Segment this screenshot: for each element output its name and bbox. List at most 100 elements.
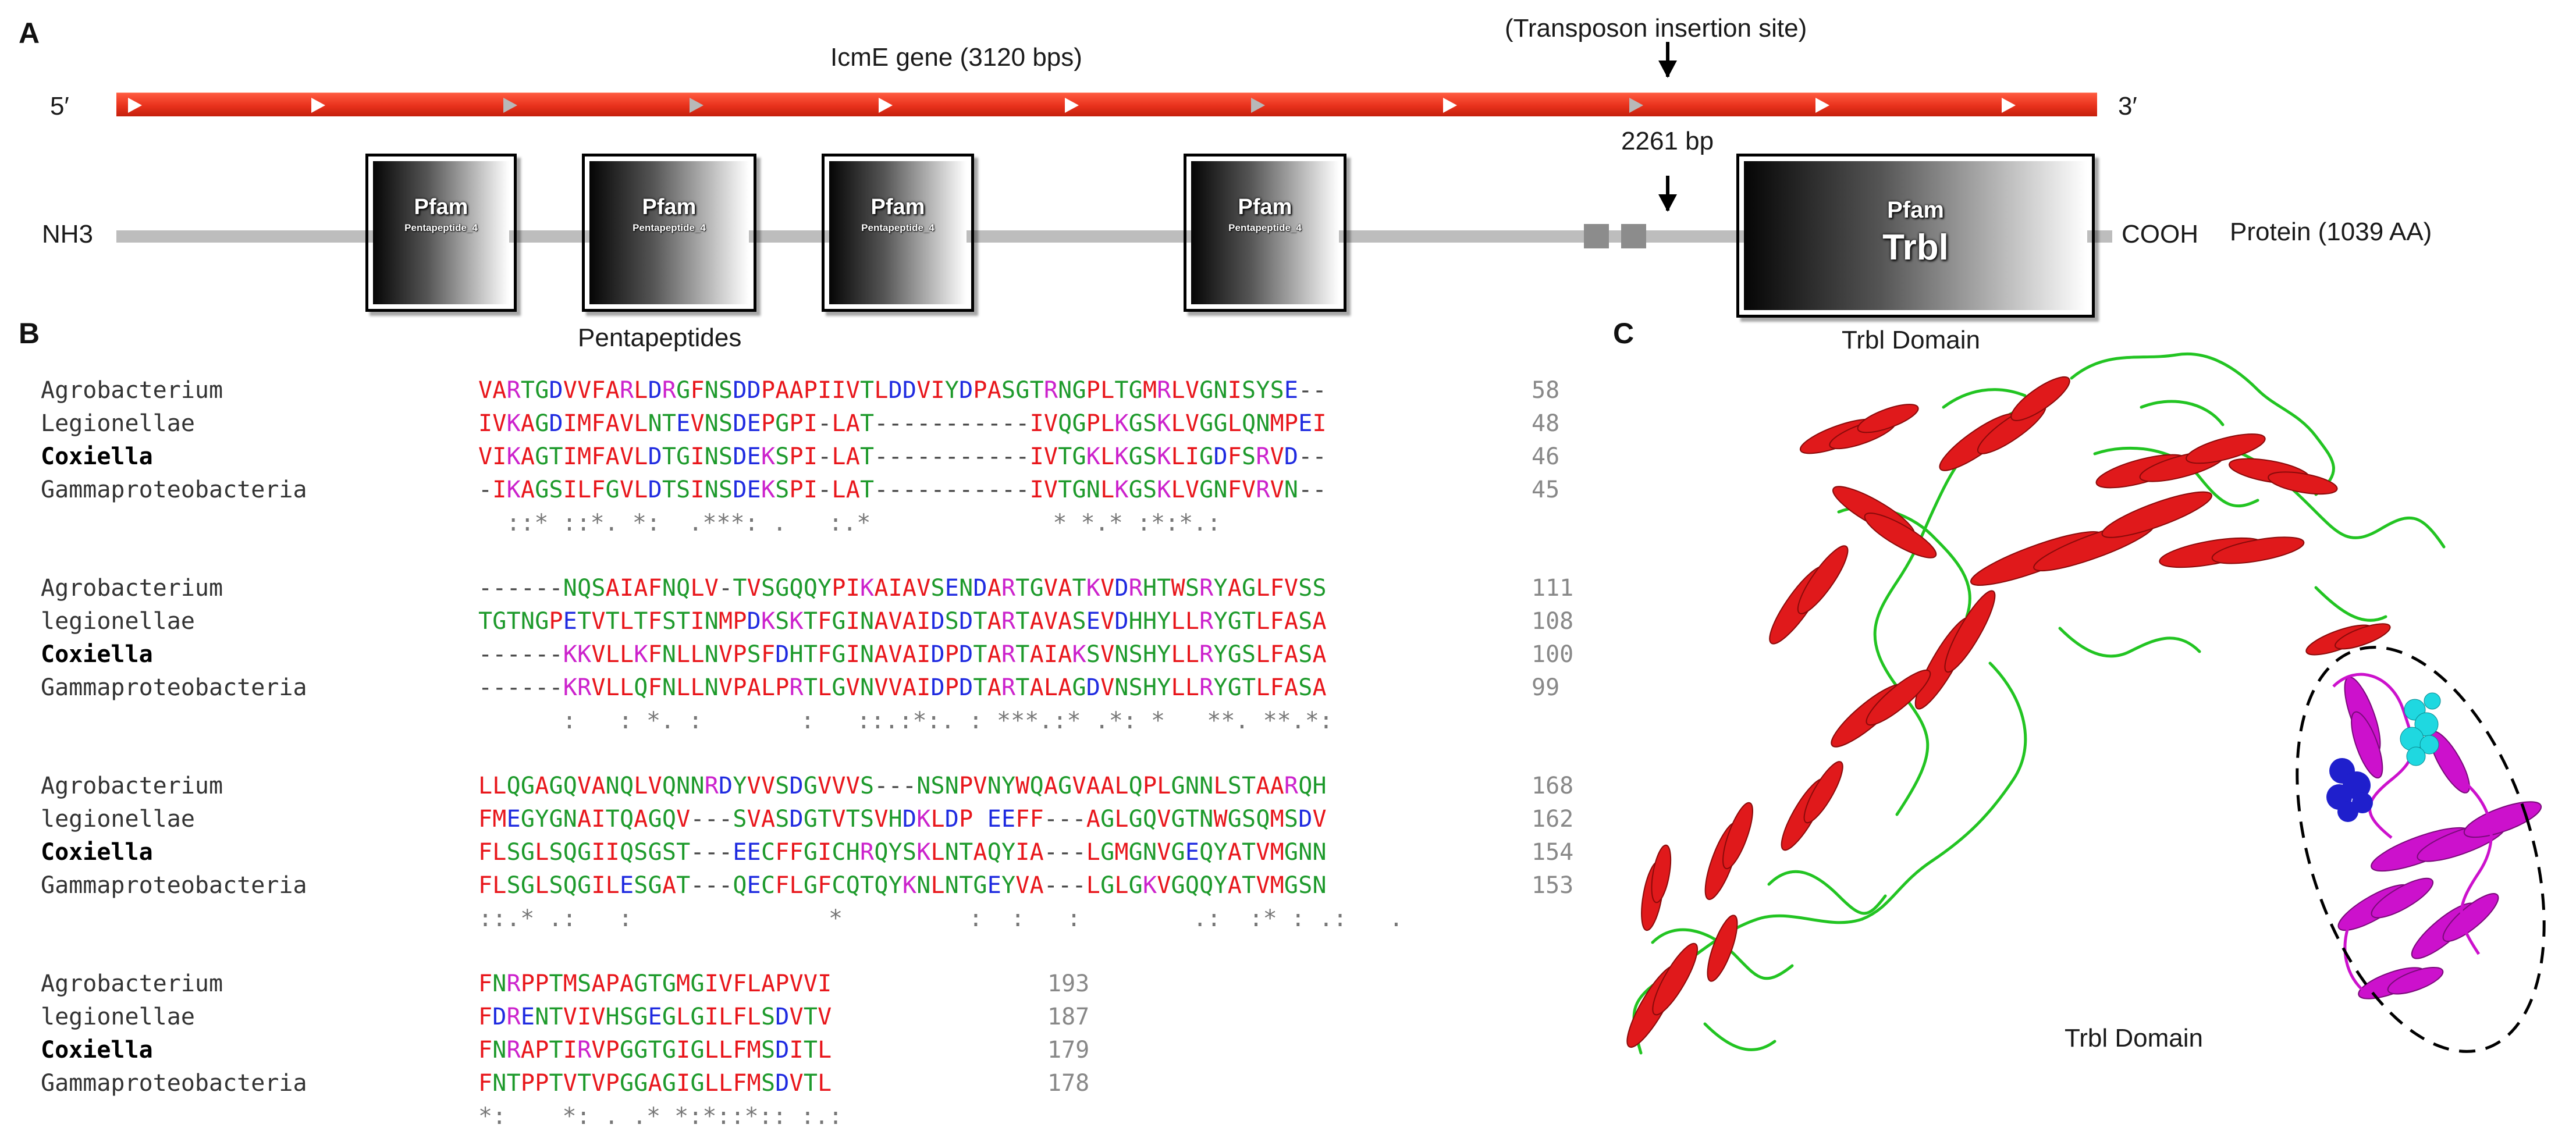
five-prime-label: 5′ <box>50 92 69 120</box>
consensus-line: : : *. : : ::.:*:. : ***.:* .*: * **. **… <box>478 707 1334 734</box>
sequence-row: -IKAGSILFGVLDTSINSDEKSPI-LAT-----------I… <box>478 476 1327 503</box>
species-name: Gammaproteobacteria <box>41 476 307 503</box>
residue-count: 162 <box>1532 806 1574 833</box>
consensus-line: ::.* .: : * : : : .: :* : .: . <box>478 905 1404 932</box>
panel-c-label: C <box>1613 317 1635 350</box>
strand-arrow-icon <box>503 98 517 113</box>
sequence-row: IVKAGDIMFAVLNTEVNSDEPGPI-LAT-----------I… <box>478 410 1327 437</box>
strand-arrow-icon <box>1815 98 1829 113</box>
protein-structure <box>1626 353 2546 1055</box>
species-name: Coxiella <box>41 443 153 470</box>
insertion-bp-label: 2261 bp <box>1621 127 1714 155</box>
strand-arrow-icon <box>1629 98 1643 113</box>
motif-block <box>1621 224 1646 248</box>
strand-arrow-icon <box>690 98 703 113</box>
species-name: Agrobacterium <box>41 575 223 602</box>
three-prime-label: 3′ <box>2118 92 2137 120</box>
n-terminus-label: NH3 <box>42 220 94 248</box>
species-name: Coxiella <box>41 1037 153 1063</box>
strand-arrow-icon <box>2002 98 2016 113</box>
pfam-domain-title: Pfam <box>414 195 468 219</box>
residue-count: 111 <box>1532 575 1574 602</box>
species-name: Coxiella <box>41 839 153 866</box>
pfam-domain-title: Pfam <box>642 195 697 219</box>
species-name: Gammaproteobacteria <box>41 1070 307 1097</box>
trbl-domain-outline <box>2296 646 2546 1053</box>
sequence-row: FLSGLSQGILESGAT---QECFLGFCQTQYKNLNTGEYVA… <box>478 872 1327 899</box>
transposon-arrow <box>1658 42 1677 78</box>
strand-arrow-icon <box>1251 98 1265 113</box>
residue-count: 153 <box>1532 872 1574 899</box>
consensus-line: *: *: . .* *:*::*:: :.: <box>478 1103 843 1130</box>
ligand-blue <box>2326 758 2373 822</box>
sequence-row: LLQGAGQVANQLVQNNRDYVVSDGVVVS---NSNPVNYWQ… <box>478 773 1327 799</box>
sequence-row: FMEGYGNAITQAGQV---SVASDGTVTSVHDKLDP EEFF… <box>478 806 1327 833</box>
strand-arrow-icon <box>1443 98 1457 113</box>
residue-count: 178 <box>1047 1070 1090 1097</box>
sequence-row: FLSGLSQGIIQSGST---EECFFGICHRQYSKLNTAQYIA… <box>478 839 1327 866</box>
pfam-domain-subtitle: Pentapeptide_4 <box>633 222 706 233</box>
sequence-row: FDRENTVIVHSGEGLGILFLSDVTV <box>478 1004 832 1030</box>
trbl-domain-name: Trbl <box>1882 227 1949 268</box>
pfam-pentapeptide-domain: Pfam Pentapeptide_4 <box>365 154 517 312</box>
pfam-trbl-domain: Pfam Trbl <box>1736 154 2095 318</box>
species-name: Gammaproteobacteria <box>41 872 307 899</box>
residue-count: 168 <box>1532 773 1574 799</box>
consensus-line: ::* ::*. *: .***: . :.* * *.* :*:*.: <box>478 510 1277 536</box>
insertion-arrow <box>1658 176 1677 212</box>
residue-count: 108 <box>1532 608 1574 635</box>
trbl-domain-structure <box>2337 676 2542 999</box>
pentapeptides-caption: Pentapeptides <box>578 323 742 352</box>
species-name: Agrobacterium <box>41 377 223 404</box>
sequence-row: ------KKVLLKFNLLNVPSFDHTFGINAVAIDPDTARTA… <box>478 641 1327 668</box>
pfam-domain-subtitle: Pentapeptide_4 <box>861 222 935 233</box>
residue-count: 193 <box>1047 970 1090 997</box>
residue-count: 154 <box>1532 839 1574 866</box>
species-name: Agrobacterium <box>41 773 223 799</box>
sequence-row: VARTGDVVFARLDRGFNSDDPAAPIIVTLDDVIYDPASGT… <box>478 377 1327 404</box>
sequence-row: ------KRVLLQFNLLNVPALPRTLGVNVVAIDPDTARTA… <box>478 674 1327 701</box>
icme-gene-bar <box>116 93 2097 116</box>
pfam-domain-title: Pfam <box>870 195 925 219</box>
residue-count: 46 <box>1532 443 1560 470</box>
protein-length-label: Protein (1039 AA) <box>2230 218 2432 246</box>
pfam-pentapeptide-domain: Pfam Pentapeptide_4 <box>1184 154 1346 312</box>
panel-a-label: A <box>19 17 40 49</box>
trbl-domain-caption: Trbl Domain <box>1842 326 1980 354</box>
species-name: Legionellae <box>41 410 195 437</box>
species-name: legionellae <box>41 608 195 635</box>
residue-count: 48 <box>1532 410 1560 437</box>
trbl-domain-title: Pfam <box>1887 197 1944 223</box>
residue-count: 179 <box>1047 1037 1090 1063</box>
sequence-row: TGTNGPETVTLTFSTINMPDKSKTFGINAVAIDSDTARTA… <box>478 608 1327 635</box>
residue-count: 100 <box>1532 641 1574 668</box>
species-name: Coxiella <box>41 641 153 668</box>
species-name: legionellae <box>41 1004 195 1030</box>
species-name: Agrobacterium <box>41 970 223 997</box>
residue-count: 58 <box>1532 377 1560 404</box>
trbl-domain-structure-label: Trbl Domain <box>2065 1024 2203 1052</box>
sequence-row: FNRPPTMSAPAGTGMGIVFLAPVVI <box>478 970 832 997</box>
transposon-label: (Transposon insertion site) <box>1505 14 1807 42</box>
pfam-domain-subtitle: Pentapeptide_4 <box>404 222 478 233</box>
strand-arrow-icon <box>879 98 893 113</box>
panel-b-label: B <box>19 317 40 350</box>
c-terminus-label: COOH <box>2122 220 2198 248</box>
pfam-domain-subtitle: Pentapeptide_4 <box>1228 222 1302 233</box>
pfam-pentapeptide-domain: Pfam Pentapeptide_4 <box>582 154 756 312</box>
loop-regions <box>1632 353 2446 1055</box>
residue-count: 45 <box>1532 476 1560 503</box>
motif-block <box>1584 224 1609 248</box>
species-name: legionellae <box>41 806 195 833</box>
strand-arrow-icon <box>128 98 142 113</box>
strand-arrow-icon <box>311 98 325 113</box>
sequence-row: VIKAGTIMFAVLDTGINSDEKSPI-LAT-----------I… <box>478 443 1327 470</box>
gene-title: IcmE gene (3120 bps) <box>830 43 1082 72</box>
sequence-row: ------NQSAIAFNQLV-TVSGQQYPIKAIAVSENDARTG… <box>478 575 1327 602</box>
sequence-row: FNRAPTIRVPGGTGIGLLFMSDITL <box>478 1037 832 1063</box>
ligand-cyan <box>2400 692 2441 766</box>
residue-count: 99 <box>1532 674 1560 701</box>
residue-count: 187 <box>1047 1004 1090 1030</box>
species-name: Gammaproteobacteria <box>41 674 307 701</box>
pfam-domain-title: Pfam <box>1238 195 1292 219</box>
